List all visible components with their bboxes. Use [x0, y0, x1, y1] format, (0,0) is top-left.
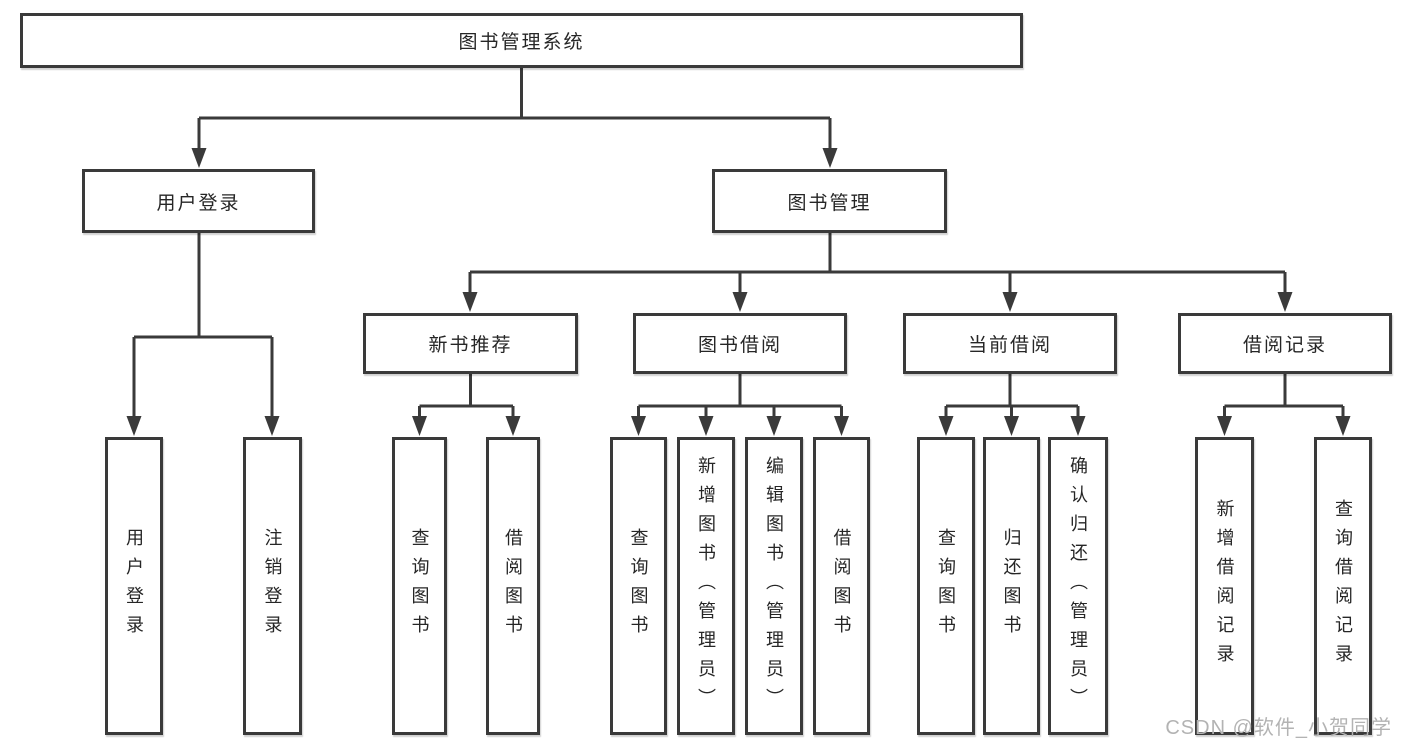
node-query-books-borrowing: 查询图书: [610, 437, 667, 735]
node-label: 用户登录: [124, 528, 144, 644]
node-label: 新书推荐: [428, 335, 513, 356]
node-label: 新增图书（管理员）: [696, 455, 716, 717]
node-borrow-books-recommend: 借阅图书: [486, 437, 540, 735]
node-return-books: 归还图书: [983, 437, 1040, 735]
node-label: 查询图书: [936, 528, 956, 644]
node-label: 借阅图书: [831, 528, 852, 644]
node-label: 查询借阅记录: [1333, 499, 1353, 673]
node-label: 注销登录: [262, 528, 283, 644]
node-label: 借阅图书: [503, 528, 523, 644]
node-label: 查询图书: [628, 528, 649, 644]
node-borrowing-records: 借阅记录: [1178, 313, 1392, 374]
node-add-borrow-record: 新增借阅记录: [1195, 437, 1254, 735]
node-book-management: 图书管理: [712, 169, 947, 233]
node-label: 归还图书: [1001, 528, 1022, 644]
node-query-borrow-record: 查询借阅记录: [1314, 437, 1372, 735]
node-label: 当前借阅: [967, 335, 1052, 356]
node-label: 查询图书: [409, 528, 430, 644]
node-borrow-books-borrowing: 借阅图书: [813, 437, 870, 735]
csdn-watermark: CSDN @软件_小贺同学: [1165, 717, 1392, 739]
node-library-management-system: 图书管理系统: [20, 13, 1023, 68]
node-label: 图书借阅: [697, 335, 782, 356]
node-label: 借阅记录: [1242, 335, 1327, 356]
node-add-books-admin: 新增图书（管理员）: [677, 437, 735, 735]
node-query-books-recommend: 查询图书: [392, 437, 447, 735]
node-label: 确认归还（管理员）: [1068, 455, 1088, 717]
node-logout-login: 注销登录: [243, 437, 302, 735]
node-user-login-group: 用户登录: [82, 169, 315, 233]
node-user-login: 用户登录: [105, 437, 163, 735]
node-label: 图书管理: [787, 192, 872, 214]
node-label: 用户登录: [156, 192, 241, 214]
arrowheads: [126, 148, 1351, 436]
node-edit-books-admin: 编辑图书（管理员）: [745, 437, 803, 735]
node-current-borrowing: 当前借阅: [903, 313, 1117, 374]
node-confirm-return-admin: 确认归还（管理员）: [1048, 437, 1108, 735]
node-label: 新增借阅记录: [1214, 499, 1235, 673]
node-label: 图书管理系统: [458, 32, 585, 53]
node-label: 编辑图书（管理员）: [764, 455, 784, 717]
node-query-books-current: 查询图书: [917, 437, 975, 735]
node-new-book-recommendation: 新书推荐: [363, 313, 578, 374]
node-book-borrowing: 图书借阅: [633, 313, 847, 374]
